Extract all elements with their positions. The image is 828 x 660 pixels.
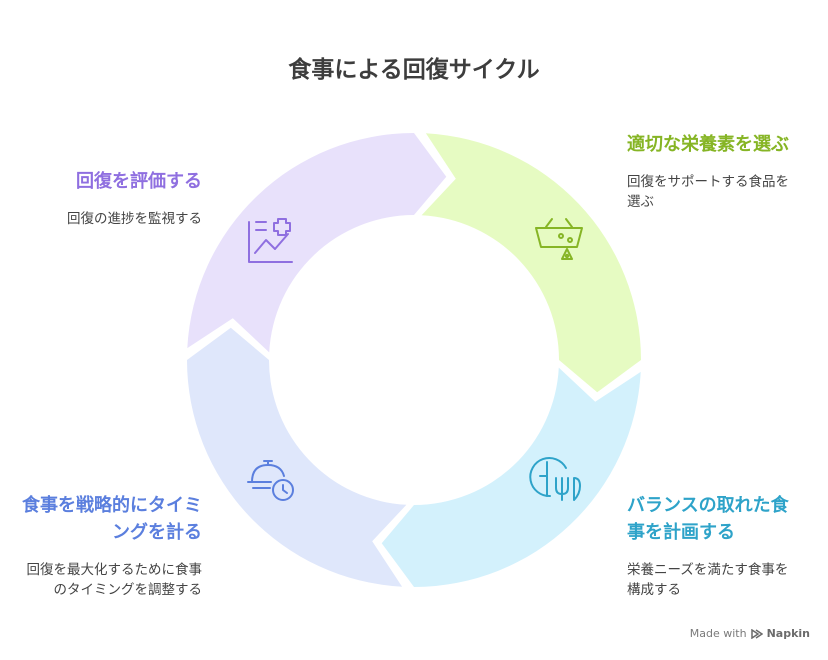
step-plan-meals: バランスの取れた食事を計画する 栄養ニーズを満たす食事を構成する — [627, 492, 797, 600]
step-heading: 適切な栄養素を選ぶ — [627, 134, 789, 155]
step-description: 栄養ニーズを満たす食事を構成する — [627, 562, 789, 598]
chart-plus-icon — [248, 218, 293, 263]
step-description: 回復をサポートする食品を選ぶ — [627, 174, 789, 210]
made-with-napkin-badge: Made with Napkin — [690, 627, 810, 640]
cycle-segment-plan-meals — [381, 367, 641, 588]
cycle-segment-select-nutrients — [421, 133, 641, 393]
cycle-segment-evaluate-recovery — [187, 132, 447, 353]
step-meal-timing: 食事を戦略的にタイミングを計る 回復を最大化するために食事のタイミングを調整する — [20, 492, 202, 600]
page-title: 食事による回復サイクル — [288, 57, 540, 83]
step-description: 回復を最大化するために食事のタイミングを調整する — [26, 562, 203, 598]
napkin-logo-icon — [750, 628, 763, 639]
cycle-segment-meal-timing — [187, 327, 407, 587]
cloche-clock-icon — [247, 460, 294, 501]
step-heading: 回復を評価する — [76, 171, 202, 192]
step-evaluate-recovery: 回復を評価する 回復の進捗を監視する — [20, 168, 202, 229]
shopping-basket-icon — [535, 218, 583, 260]
made-with-label: Made with — [689, 627, 747, 640]
step-select-nutrients: 適切な栄養素を選ぶ 回復をサポートする食品を選ぶ — [627, 131, 797, 212]
napkin-brand-label: Napkin — [766, 627, 810, 640]
step-heading: 食事を戦略的にタイミングを計る — [22, 495, 202, 543]
fork-knife-plate-icon — [529, 457, 581, 501]
step-heading: バランスの取れた食事を計画する — [627, 495, 789, 543]
step-description: 回復の進捗を監視する — [67, 211, 202, 227]
